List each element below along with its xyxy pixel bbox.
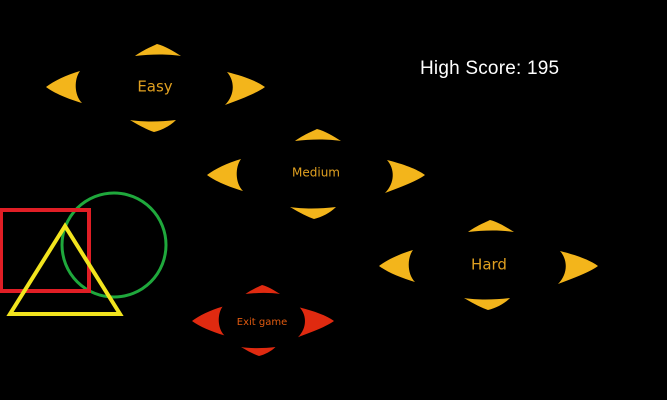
arrow-right-icon bbox=[558, 251, 598, 284]
square-shape bbox=[0, 208, 91, 293]
arrow-left-icon bbox=[46, 71, 82, 103]
medium-button[interactable]: Medium bbox=[207, 129, 425, 219]
arrow-down-icon bbox=[130, 120, 176, 132]
arrow-left-icon bbox=[207, 159, 243, 191]
medium-label: Medium bbox=[292, 166, 340, 180]
arrow-down-icon bbox=[290, 207, 336, 219]
easy-label: Easy bbox=[137, 78, 172, 96]
arrow-up-icon bbox=[135, 44, 181, 56]
arrow-right-icon bbox=[298, 307, 334, 338]
arrow-down-icon bbox=[464, 298, 510, 310]
shapes-logo bbox=[0, 191, 168, 316]
arrow-left-icon bbox=[192, 306, 225, 336]
arrow-left-icon bbox=[379, 250, 415, 282]
arrow-up-icon bbox=[295, 129, 341, 141]
arrow-up-icon bbox=[245, 285, 280, 294]
triangle-shape bbox=[6, 222, 124, 316]
circle-shape bbox=[60, 191, 168, 299]
arrow-right-icon bbox=[385, 160, 425, 193]
easy-button[interactable]: Easy bbox=[46, 44, 265, 132]
exit-game-label: Exit game bbox=[237, 317, 287, 328]
arrow-up-icon bbox=[468, 220, 514, 232]
exit-game-button[interactable]: Exit game bbox=[192, 285, 334, 356]
hard-button[interactable]: Hard bbox=[379, 220, 598, 310]
arrow-down-icon bbox=[241, 347, 276, 356]
high-score-text: High Score: 195 bbox=[420, 58, 560, 79]
arrow-right-icon bbox=[225, 72, 265, 105]
hard-label: Hard bbox=[471, 256, 507, 274]
